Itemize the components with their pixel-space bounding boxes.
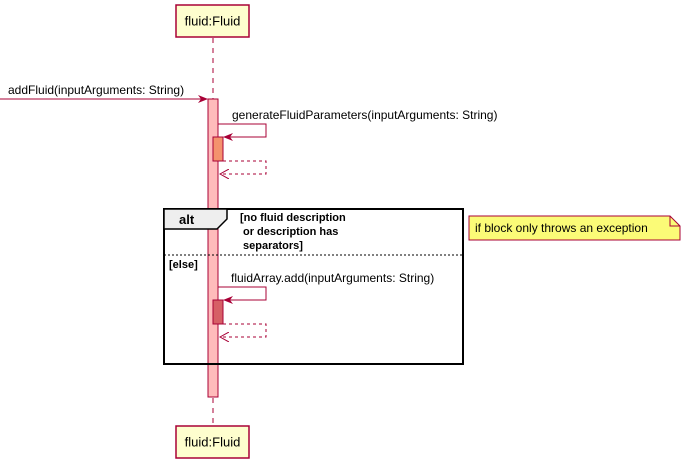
return-generate: [220, 160, 267, 174]
else-guard: [else]: [169, 259, 198, 271]
alt-fragment: alt [no fluid description or description…: [163, 208, 464, 365]
alt-guard-line2: or description has: [243, 226, 338, 238]
activation-main: [207, 98, 219, 398]
alt-keyword: alt: [179, 212, 195, 227]
participant-top-label: fluid:Fluid: [185, 14, 241, 29]
return-add: [220, 323, 267, 337]
participant-bottom[interactable]: fluid:Fluid: [175, 425, 250, 459]
message-add-fluid-label: addFluid(inputArguments: String): [8, 83, 184, 97]
activation-generate: [212, 136, 224, 162]
message-add-fluid: addFluid(inputArguments: String): [0, 83, 208, 103]
message-generate-label: generateFluidParameters(inputArguments: …: [232, 108, 497, 122]
participant-top[interactable]: fluid:Fluid: [175, 4, 250, 38]
alt-guard-line1: [no fluid description: [240, 212, 346, 224]
message-generate-fluid-parameters: generateFluidParameters(inputArguments: …: [218, 108, 497, 141]
note: if block only throws an exception: [468, 215, 681, 241]
message-array-add-label: fluidArray.add(inputArguments: String): [231, 271, 434, 285]
message-fluid-array-add: fluidArray.add(inputArguments: String): [218, 271, 434, 304]
alt-guard-line3: separators]: [243, 240, 303, 252]
note-text: if block only throws an exception: [475, 221, 648, 235]
alt-tab: [163, 208, 228, 230]
activation-add: [212, 299, 224, 325]
participant-bottom-label: fluid:Fluid: [185, 435, 241, 450]
